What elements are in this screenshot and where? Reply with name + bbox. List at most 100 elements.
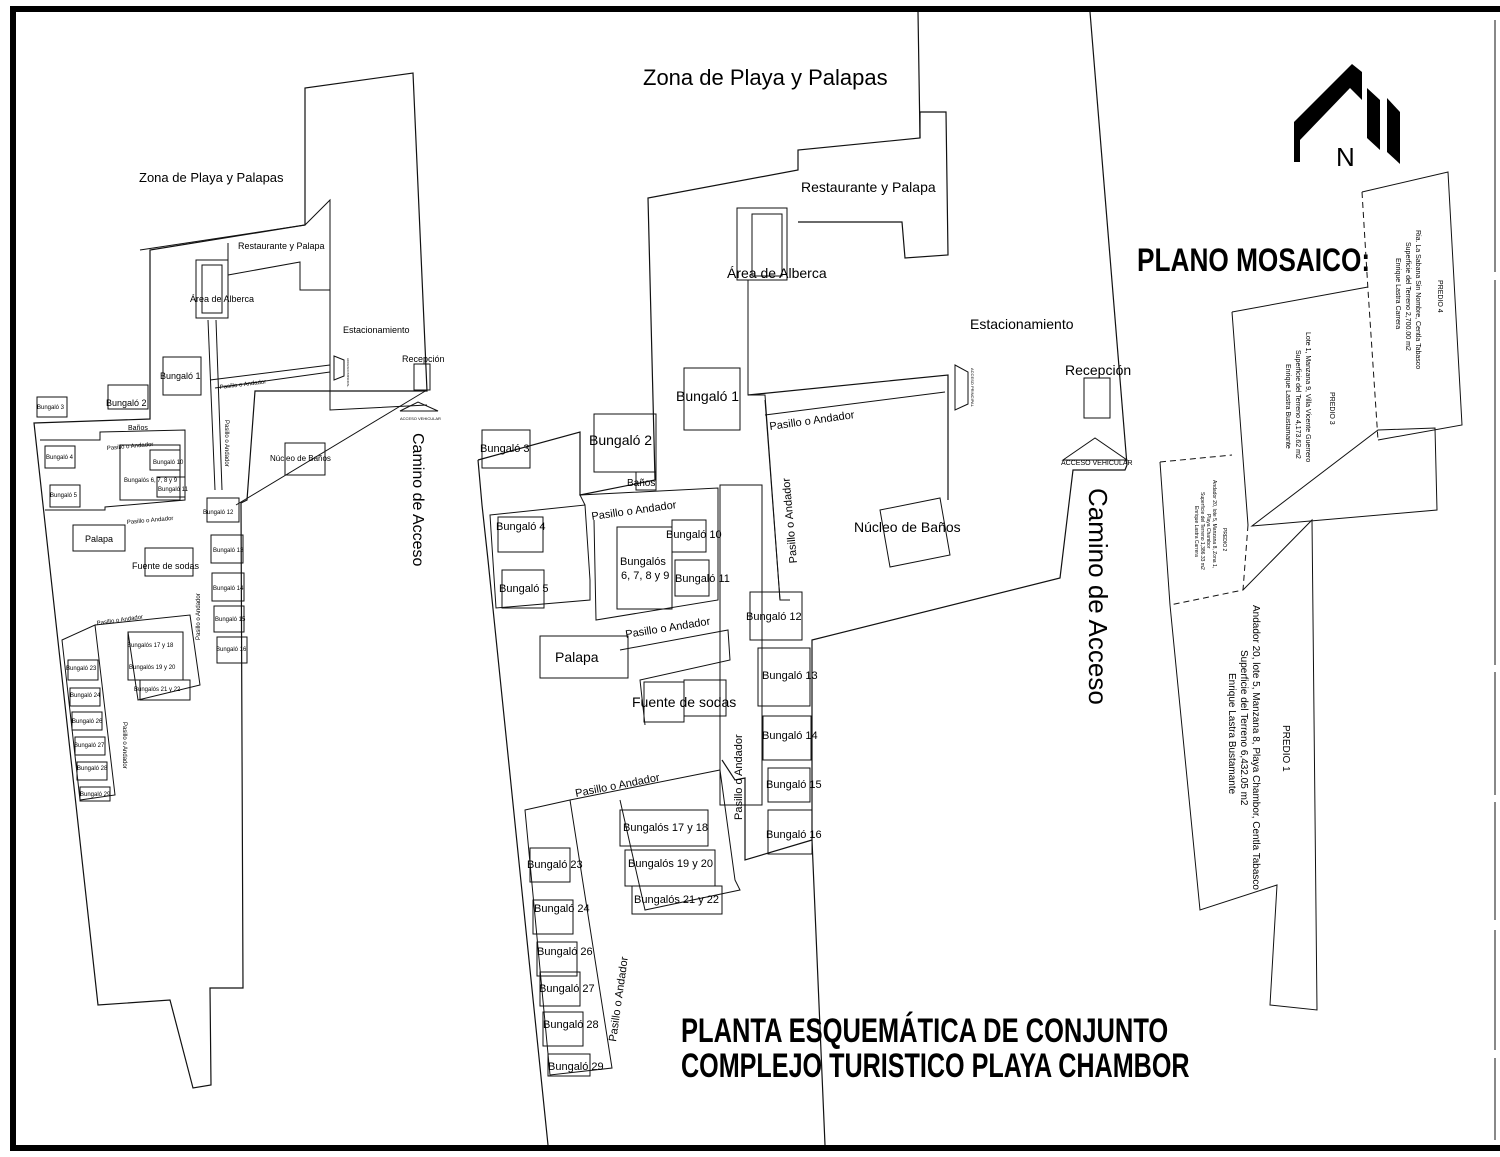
large-restaurant-label: Restaurante y Palapa (801, 179, 936, 195)
small-walk-label-7: Pasillo o Andador (121, 722, 127, 769)
small-b13-label: Bungaló 13 (213, 548, 244, 554)
large-walk-label-5: Pasillo o Andador (781, 477, 800, 564)
small-site-plan: Zona de Playa y Palapas Restaurante y Pa… (33, 72, 445, 1089)
north-label: N (1336, 142, 1355, 172)
small-walk-label-3: Pasillo o Andador (127, 516, 174, 526)
small-restaurant-label: Restaurante y Palapa (238, 241, 325, 251)
title-line-1: PLANTA ESQUEMÁTICA DE CONJUNTO (681, 1011, 1168, 1049)
predio-1-text: PREDIO 1 Andador 20, lote 5, Manzana 8, … (1226, 605, 1291, 890)
predio1-line2: Andador 20, lote 5, Manzana 8, Playa Cha… (1250, 605, 1261, 890)
large-b4-label: Bungaló 4 (496, 521, 546, 533)
large-b16-label: Bungaló 16 (766, 829, 822, 841)
small-main-access-label: ACCESO PRINCIPAL (346, 358, 350, 387)
large-b15-label: Bungaló 15 (766, 779, 822, 791)
large-sodas-label: Fuente de sodas (632, 694, 736, 710)
large-b29-label: Bungaló 29 (548, 1061, 604, 1073)
predio2-line1: PREDIO 2 (1221, 528, 1227, 552)
small-b28-label: Bungaló 28 (77, 766, 108, 772)
large-vehicle-access-label: ACCESO VEHICULAR (1061, 460, 1133, 467)
mosaic-title: PLANO MOSAICO: (1137, 244, 1370, 279)
large-b26-label: Bungaló 26 (537, 946, 593, 958)
small-reception-label: Recepción (402, 354, 445, 364)
large-road-label: Camino de Acceso (1083, 488, 1113, 705)
large-b14-label: Bungaló 14 (762, 730, 818, 742)
large-b1718-label: Bungalós 17 y 18 (623, 822, 708, 834)
large-b11-label: Bungaló 11 (675, 573, 730, 585)
large-b27-label: Bungaló 27 (539, 983, 595, 995)
small-walk-label-5: Pasillo o Andador (223, 420, 229, 467)
large-b1-label: Bungaló 1 (676, 388, 739, 404)
large-b2-label: Bungaló 2 (589, 432, 652, 448)
large-parking-label: Estacionamiento (970, 316, 1074, 332)
large-reception-label: Recepción (1065, 362, 1131, 378)
small-sodas-label: Fuente de sodas (132, 561, 200, 571)
small-toilets-label: Baños (128, 425, 148, 432)
title-block: PLANTA ESQUEMÁTICA DE CONJUNTO COMPLEJO … (681, 1011, 1190, 1085)
predio1-line1: PREDIO 1 (1280, 725, 1291, 772)
small-b3-label: Bungaló 3 (37, 405, 65, 411)
predio2-line2: Andador 20, lote 5, Manzana 8, Zona 1, (1211, 480, 1217, 568)
large-baths-label: Núcleo de Baños (854, 519, 961, 535)
small-walk-label-1: Pasillo o Andador (220, 379, 267, 391)
small-baths-label: Núcleo de Baños (270, 454, 331, 463)
large-walk-label-6: Pasillo o Andador (733, 734, 745, 820)
predio1-line4: Enrique Lastra Bustamante (1226, 673, 1237, 795)
small-b2-label: Bungaló 2 (106, 398, 147, 408)
predio4-line2: Ria. La Sabana Sin Nombre, Centla Tabasc… (1414, 230, 1421, 369)
large-beach-label: Zona de Playa y Palapas (643, 65, 888, 90)
predio2-line5: Enrique Lastra Carrera (1193, 506, 1199, 557)
predio-2-text: PREDIO 2 Andador 20, lote 5, Manzana 8, … (1193, 480, 1227, 570)
large-walk-label-4: Pasillo o Andador (574, 772, 661, 800)
small-b10-label: Bungaló 10 (153, 460, 184, 466)
large-b1920-label: Bungalós 19 y 20 (628, 858, 713, 870)
predio1-line3: Superficie del Terreno 6,432.05 m2 (1238, 650, 1249, 806)
small-walk-label-2: Pasillo o Andador (107, 442, 154, 452)
large-site-plan: Zona de Playa y Palapas Restaurante y Pa… (477, 11, 1133, 1146)
small-b23-label: Bungaló 23 (66, 666, 97, 672)
large-toilets-label: Baños (627, 478, 655, 489)
large-b28-label: Bungaló 28 (543, 1019, 599, 1031)
large-b5-label: Bungaló 5 (499, 583, 549, 595)
large-b24-label: Bungaló 24 (534, 903, 590, 915)
large-b2122-label: Bungalós 21 y 22 (634, 894, 719, 906)
predio-4-text: PREDIO 4 Ria. La Sabana Sin Nombre, Cent… (1394, 230, 1443, 369)
predio3-line1: PREDIO 3 (1328, 392, 1335, 425)
large-b12-label: Bungaló 12 (746, 611, 802, 623)
small-b16-label: Bungaló 16 (216, 647, 247, 653)
small-b1-label: Bungaló 1 (160, 371, 201, 381)
small-b11-label: Bungaló 11 (158, 487, 189, 493)
small-parking-label: Estacionamiento (343, 325, 410, 335)
small-pool-label: Área de Alberca (190, 294, 254, 304)
predio3-line3: Superficie del Terreno 4,173.62 m2 (1294, 350, 1301, 459)
small-walk-label-6: Pasillo o Andador (196, 593, 202, 640)
large-walk-label-3: Pasillo o Andador (625, 616, 712, 641)
small-palapa-label: Palapa (85, 534, 113, 544)
predio3-line4: Enrique Lastra Bustamante (1284, 364, 1291, 449)
predio4-line4: Enrique Lastra Carrera (1394, 258, 1401, 329)
small-b4-label: Bungaló 4 (46, 455, 74, 461)
north-arrow-icon: N (1294, 64, 1400, 172)
small-b6789-label: Bungalós 6, 7, 8 y 9 (124, 478, 178, 484)
small-beach-label: Zona de Playa y Palapas (139, 170, 284, 185)
small-b1718-label: Bungalós 17 y 18 (127, 643, 174, 649)
small-b26-label: Bungaló 26 (72, 719, 103, 725)
predio2-line4: Superficie del Terreno 1,386.33 m2 (1199, 492, 1205, 570)
small-walk-label-4: Pasillo o Andador (96, 615, 143, 627)
sheet-frame (10, 6, 1500, 1151)
predio2-line3: Playa Chambor (1205, 514, 1211, 549)
small-vehicle-access-label: ACCESO VEHICULAR (400, 416, 441, 421)
small-b1920-label: Bungalós 19 y 20 (129, 665, 176, 671)
large-b13-label: Bungaló 13 (762, 670, 818, 682)
small-b24-label: Bungaló 24 (70, 693, 101, 699)
large-walk-label-7: Pasillo o Andador (607, 956, 631, 1043)
small-b15-label: Bungaló 15 (215, 617, 246, 623)
mosaic-plan: PLANO MOSAICO: PREDIO 4 Ria. La Sabana S… (1137, 171, 1463, 1011)
predio4-line3: Superficie del Terreno 2,700.00 m2 (1404, 242, 1411, 351)
large-b6789-label-a: Bungalós (620, 556, 666, 568)
predio3-line2: Lote 1, Manzana 9, Villa Vicente Guerrer… (1304, 332, 1311, 462)
large-main-access-label: ACCESO PRINCIPAL (970, 368, 975, 408)
large-b6789-label: 6, 7, 8 y 9 (621, 570, 669, 582)
large-pool-label: Área de Alberca (727, 265, 827, 281)
small-b29-label: Bungaló 29 (80, 792, 111, 798)
